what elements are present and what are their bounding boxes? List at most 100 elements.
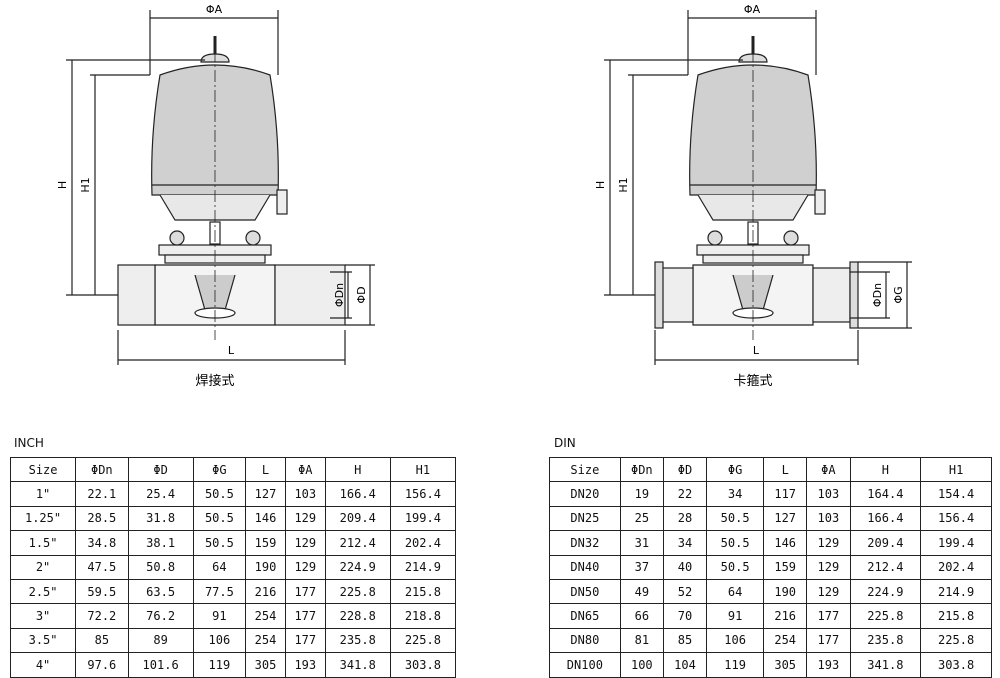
column-header: ΦDn bbox=[75, 456, 129, 483]
table-cell: DN80 bbox=[549, 627, 621, 654]
table-cell: 103 bbox=[806, 505, 851, 532]
table-cell: 19 bbox=[619, 481, 664, 507]
table-cell: 164.4 bbox=[849, 481, 922, 507]
table-cell: 199.4 bbox=[920, 530, 992, 556]
dim-label-h: H bbox=[56, 181, 69, 189]
table-cell: 119 bbox=[706, 652, 765, 678]
table-cell: 3" bbox=[9, 603, 77, 629]
table-cell: 129 bbox=[284, 530, 326, 556]
table-cell: 209.4 bbox=[849, 530, 922, 556]
table-cell: 212.4 bbox=[849, 554, 922, 580]
table-cell: 225.8 bbox=[849, 603, 922, 629]
table-cell: 1.25" bbox=[9, 505, 77, 532]
table-cell: 341.8 bbox=[849, 652, 922, 678]
table-cell: 190 bbox=[763, 578, 808, 605]
table-cell: 47.5 bbox=[75, 554, 129, 580]
table-cell: 1.5" bbox=[9, 530, 77, 556]
table-cell: 50.5 bbox=[192, 505, 247, 532]
table-cell: 50.5 bbox=[706, 530, 765, 556]
table-cell: 214.9 bbox=[920, 578, 992, 605]
table-cell: 215.8 bbox=[920, 603, 992, 629]
table-cell: 2" bbox=[9, 554, 77, 580]
table-cell: DN50 bbox=[549, 578, 621, 605]
table-cell: 119 bbox=[192, 652, 247, 678]
table-cell: DN65 bbox=[549, 603, 621, 629]
table-cell: 129 bbox=[284, 505, 326, 532]
table-cell: 127 bbox=[763, 505, 808, 532]
table-cell: DN40 bbox=[549, 554, 621, 580]
table-cell: 37 bbox=[619, 554, 664, 580]
table-cell: 4" bbox=[9, 652, 77, 678]
table-cell: 235.8 bbox=[324, 627, 391, 654]
table-cell: 97.6 bbox=[75, 652, 129, 678]
table-cell: 81 bbox=[619, 627, 664, 654]
dim-label-l: L bbox=[228, 344, 235, 357]
table-cell: 127 bbox=[245, 481, 286, 507]
table-cell: 177 bbox=[806, 603, 851, 629]
table-cell: 34.8 bbox=[75, 530, 129, 556]
table-cell: 254 bbox=[763, 627, 808, 654]
dim-label-h1: H1 bbox=[617, 177, 630, 192]
table-cell: 156.4 bbox=[920, 505, 992, 532]
table-cell: 305 bbox=[245, 652, 286, 678]
table-cell: 228.8 bbox=[324, 603, 391, 629]
table-cell: 89 bbox=[127, 627, 194, 654]
table-cell: 52 bbox=[662, 578, 708, 605]
table-cell: 146 bbox=[245, 505, 286, 532]
table-cell: 3.5" bbox=[9, 627, 77, 654]
dim-label-h: H bbox=[594, 181, 607, 189]
table-cell: 106 bbox=[192, 627, 247, 654]
inch-table-title: INCH bbox=[14, 436, 44, 450]
column-header: ΦD bbox=[662, 456, 708, 483]
table-cell: 341.8 bbox=[324, 652, 391, 678]
dim-label-h1: H1 bbox=[79, 177, 92, 192]
dim-label-a: ΦA bbox=[206, 3, 223, 16]
table-cell: 215.8 bbox=[389, 578, 457, 605]
table-cell: 63.5 bbox=[127, 578, 194, 605]
table-cell: 76.2 bbox=[127, 603, 194, 629]
table-cell: DN100 bbox=[549, 652, 621, 678]
column-header: ΦG bbox=[706, 456, 765, 483]
table-cell: 50.8 bbox=[127, 554, 194, 580]
column-header: H bbox=[324, 456, 391, 483]
table-cell: 129 bbox=[806, 554, 851, 580]
drawing-caption: 卡箍式 bbox=[733, 373, 772, 389]
table-cell: 85 bbox=[662, 627, 708, 654]
table-cell: 177 bbox=[284, 578, 326, 605]
table-cell: 22.1 bbox=[75, 481, 129, 507]
table-cell: 64 bbox=[192, 554, 247, 580]
table-cell: 22 bbox=[662, 481, 708, 507]
table-cell: 50.5 bbox=[706, 505, 765, 532]
table-cell: 214.9 bbox=[389, 554, 457, 580]
dim-label-a: ΦA bbox=[744, 3, 761, 16]
table-cell: 70 bbox=[662, 603, 708, 629]
table-cell: 224.9 bbox=[849, 578, 922, 605]
table-cell: 146 bbox=[763, 530, 808, 556]
table-cell: 50.5 bbox=[192, 530, 247, 556]
table-cell: 66 bbox=[619, 603, 664, 629]
table-cell: 129 bbox=[284, 554, 326, 580]
dim-label-l: L bbox=[753, 344, 760, 357]
column-header: H1 bbox=[389, 456, 457, 483]
table-cell: 225.8 bbox=[324, 578, 391, 605]
table-cell: 159 bbox=[245, 530, 286, 556]
column-header: Size bbox=[9, 456, 77, 483]
dim-label-d: ΦD bbox=[355, 286, 368, 303]
table-cell: 218.8 bbox=[389, 603, 457, 629]
table-cell: 225.8 bbox=[389, 627, 457, 654]
dim-label-dn: ΦDn bbox=[871, 283, 884, 307]
table-cell: 103 bbox=[284, 481, 326, 507]
valve-drawings: ΦA H H1 ΦDn ΦD L 焊接式 ΦA H H1 ΦDn ΦG L 卡箍… bbox=[56, 3, 912, 389]
table-cell: 129 bbox=[806, 530, 851, 556]
table-cell: 77.5 bbox=[192, 578, 247, 605]
